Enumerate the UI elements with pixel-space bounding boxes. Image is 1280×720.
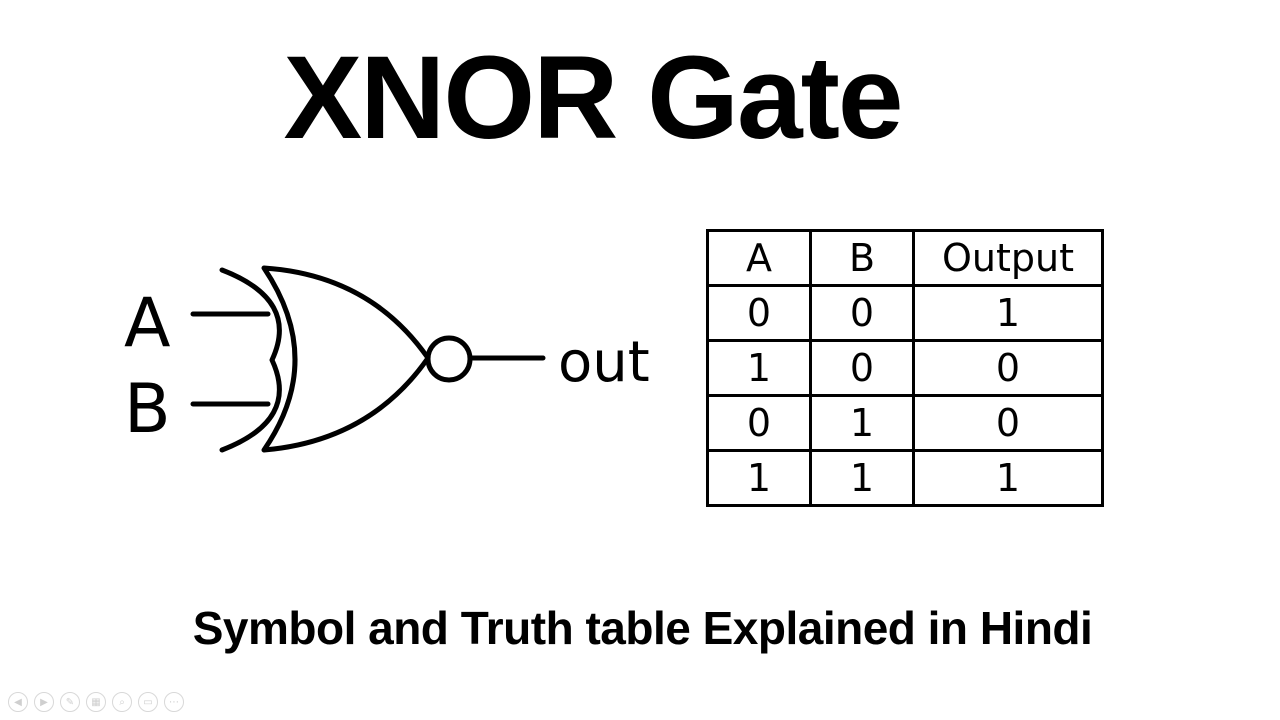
- cell-a: 0: [706, 394, 812, 452]
- cell-output: 1: [912, 449, 1104, 507]
- cell-a: 0: [706, 284, 812, 342]
- more-options-icon[interactable]: ⋯: [164, 692, 184, 712]
- truth-table: A B Output 0 0 1 1 0 0 0 1 0 1 1 1: [706, 229, 1104, 507]
- input-b-label: B: [124, 370, 171, 449]
- header-output: Output: [912, 229, 1104, 287]
- table-row: 1 1 1: [706, 449, 1104, 507]
- cell-b: 1: [809, 394, 915, 452]
- table-header-row: A B Output: [706, 229, 1104, 287]
- table-row: 0 1 0: [706, 394, 1104, 452]
- inversion-bubble: [425, 335, 473, 383]
- prev-slide-icon[interactable]: ◀: [8, 692, 28, 712]
- page-title: XNOR Gate: [283, 32, 903, 164]
- cell-a: 1: [706, 449, 812, 507]
- table-row: 0 0 1: [706, 284, 1104, 342]
- cell-b: 1: [809, 449, 915, 507]
- zoom-icon[interactable]: ⌕: [112, 692, 132, 712]
- header-b: B: [809, 229, 915, 287]
- input-a-label: A: [124, 284, 171, 363]
- gate-body: [261, 265, 431, 453]
- slides-grid-icon[interactable]: ▦: [86, 692, 106, 712]
- cell-output: 1: [912, 284, 1104, 342]
- next-slide-icon[interactable]: ▶: [34, 692, 54, 712]
- output-label: out: [558, 330, 650, 395]
- table-row: 1 0 0: [706, 339, 1104, 397]
- header-a: A: [706, 229, 812, 287]
- slideshow-controls: ◀ ▶ ✎ ▦ ⌕ ▭ ⋯: [8, 692, 184, 712]
- cell-a: 1: [706, 339, 812, 397]
- pen-icon[interactable]: ✎: [60, 692, 80, 712]
- cell-b: 0: [809, 284, 915, 342]
- cell-output: 0: [912, 394, 1104, 452]
- cell-output: 0: [912, 339, 1104, 397]
- subtitle: Symbol and Truth table Explained in Hind…: [192, 602, 1093, 654]
- subtitles-icon[interactable]: ▭: [138, 692, 158, 712]
- xor-input-curve: [219, 267, 282, 453]
- cell-b: 0: [809, 339, 915, 397]
